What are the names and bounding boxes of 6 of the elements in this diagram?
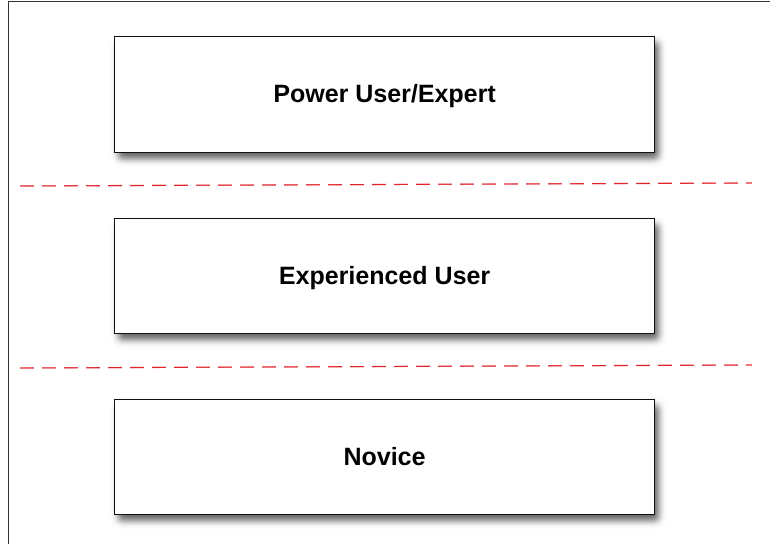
level-label: Novice [344, 442, 426, 472]
level-box [114, 399, 655, 515]
level-label: Power User/Expert [273, 80, 496, 109]
level-box [114, 36, 655, 153]
level-box [114, 218, 655, 334]
level-label: Experienced User [278, 262, 490, 290]
